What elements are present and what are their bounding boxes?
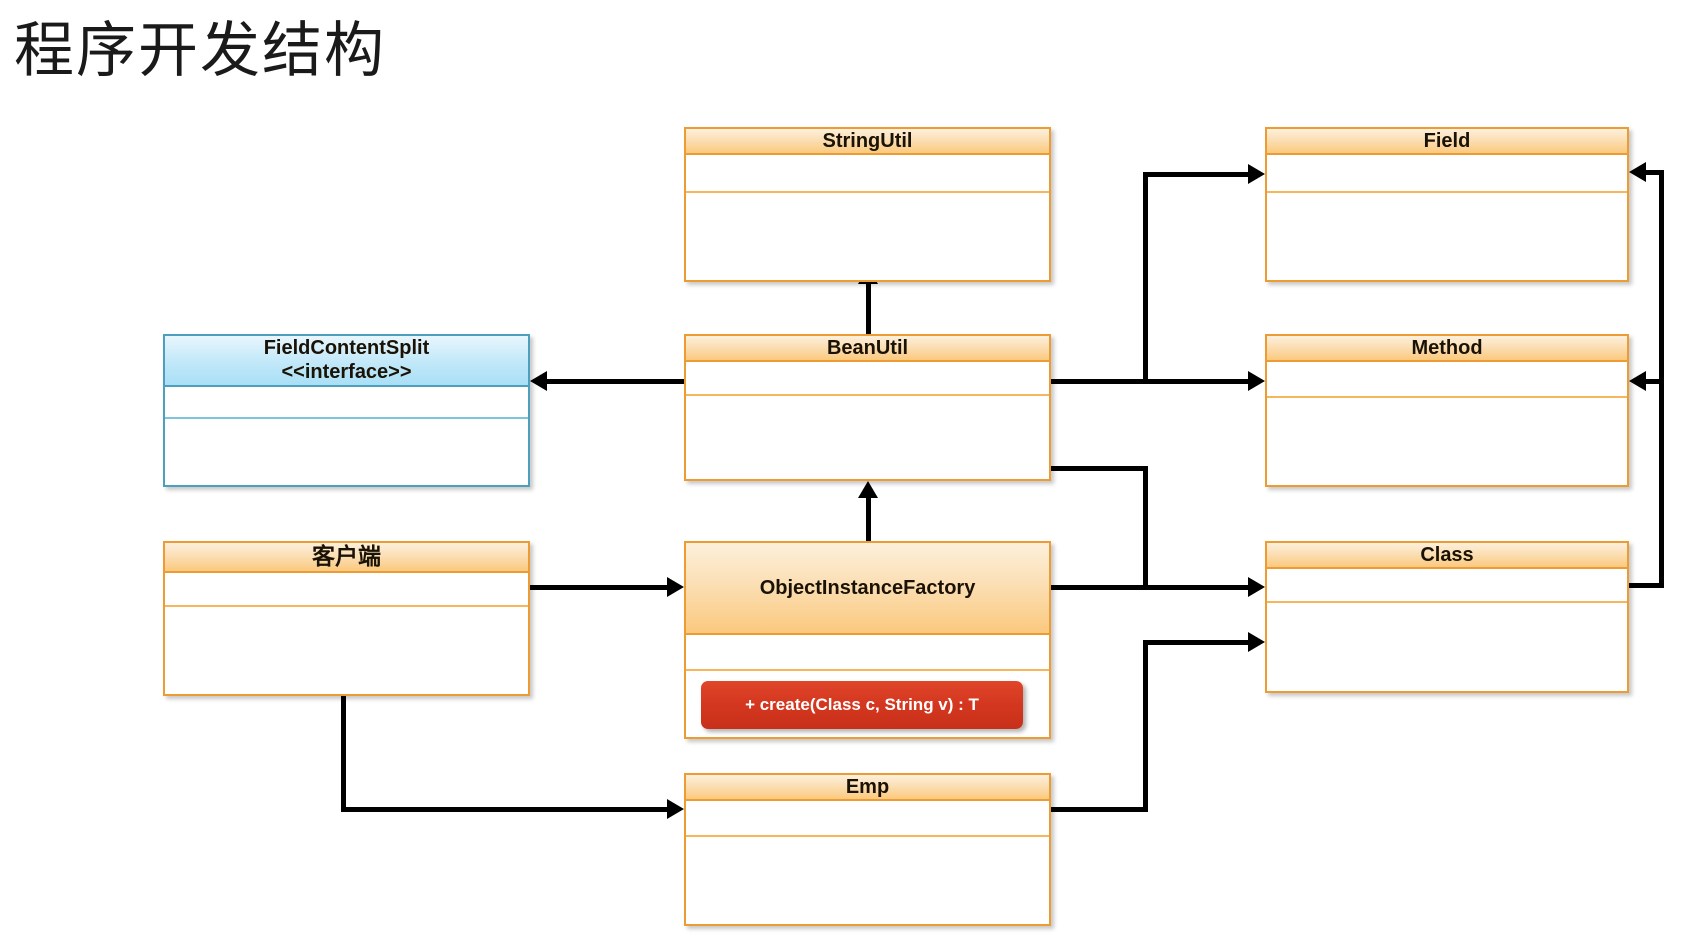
arrowhead-to-object-instance-factory xyxy=(667,577,684,597)
uml-class-bean-util[interactable]: BeanUtil xyxy=(684,334,1051,481)
class-name-string-util: StringUtil xyxy=(686,129,1049,156)
class-name-class: Class xyxy=(1267,543,1627,570)
arrowhead-to-field xyxy=(1248,164,1265,184)
arrowhead-to-bean-util xyxy=(858,481,878,498)
class-name-field: Field xyxy=(1267,129,1627,156)
connector-beanutil-fieldcontentsplit xyxy=(547,379,684,384)
class-attributes-compartment xyxy=(686,801,1049,838)
class-operations-compartment xyxy=(686,193,1049,232)
class-operations-compartment xyxy=(165,607,528,642)
connector-beanutil-class-horizontal-top xyxy=(1051,466,1148,471)
connector-beanutil-field-horizontal xyxy=(1143,172,1248,177)
class-name-bean-util: BeanUtil xyxy=(686,336,1049,363)
class-attributes-compartment xyxy=(1267,569,1627,604)
connector-beanutil-method xyxy=(1051,379,1248,384)
connector-client-emp-vertical xyxy=(341,696,346,812)
class-attributes-compartment xyxy=(686,362,1049,397)
arrowhead-to-field-from-class xyxy=(1629,162,1646,182)
uml-class-client[interactable]: 客户端 xyxy=(163,541,530,696)
arrowhead-to-method xyxy=(1248,371,1265,391)
connector-objectinstancefactory-class xyxy=(1051,585,1248,590)
class-name-field-content-split: FieldContentSplit <<interface>> xyxy=(165,336,528,387)
connector-class-field-horizontal xyxy=(1646,170,1664,175)
connector-objectinstancefactory-beanutil xyxy=(866,496,871,541)
class-name-emp: Emp xyxy=(686,775,1049,802)
arrowhead-to-method-from-class xyxy=(1629,371,1646,391)
class-operations-compartment xyxy=(686,396,1049,431)
class-name-client: 客户端 xyxy=(165,543,528,574)
interface-attributes-compartment xyxy=(165,386,528,419)
connector-class-method-horizontal xyxy=(1646,379,1664,384)
uml-interface-field-content-split[interactable]: FieldContentSplit <<interface>> xyxy=(163,334,530,487)
class-attributes-compartment xyxy=(686,635,1049,671)
class-attributes-compartment xyxy=(1267,362,1627,399)
uml-class-class[interactable]: Class xyxy=(1265,541,1629,693)
interface-title: FieldContentSplit xyxy=(263,337,430,359)
class-operations-compartment xyxy=(1267,603,1627,638)
page-title: 程序开发结构 xyxy=(14,16,386,86)
uml-class-string-util[interactable]: StringUtil xyxy=(684,127,1051,282)
connector-client-objectinstancefactory xyxy=(530,585,667,590)
class-attributes-compartment xyxy=(165,573,528,608)
arrowhead-to-class-lower xyxy=(1248,632,1265,652)
connector-emp-class-horizontal-bottom xyxy=(1051,807,1148,812)
connector-beanutil-class-vertical xyxy=(1143,466,1148,588)
connector-emp-class-horizontal-arrow xyxy=(1143,640,1248,645)
uml-class-emp[interactable]: Emp xyxy=(684,773,1051,926)
connector-client-emp-horizontal xyxy=(341,807,667,812)
arrowhead-to-class xyxy=(1248,577,1265,597)
connector-emp-class-vertical xyxy=(1143,640,1148,807)
arrowhead-to-field-content-split xyxy=(530,371,547,391)
interface-operations-compartment xyxy=(165,418,528,451)
interface-stereotype: <<interface>> xyxy=(281,361,412,384)
uml-class-field[interactable]: Field xyxy=(1265,127,1629,282)
class-attributes-compartment xyxy=(1267,155,1627,194)
class-name-method: Method xyxy=(1267,336,1627,363)
connector-beanutil-field-vertical xyxy=(1143,172,1148,382)
highlighted-method-create[interactable]: + create(Class c, String v) : T xyxy=(701,681,1023,729)
uml-class-method[interactable]: Method xyxy=(1265,334,1629,487)
class-operations-compartment xyxy=(1267,398,1627,435)
connector-beanutil-stringutil xyxy=(866,282,871,334)
class-operations-compartment xyxy=(686,837,1049,874)
arrowhead-to-emp xyxy=(667,799,684,819)
class-name-object-instance-factory: ObjectInstanceFactory xyxy=(686,543,1049,635)
connector-class-riser-horizontal xyxy=(1629,583,1664,588)
class-attributes-compartment xyxy=(686,155,1049,194)
class-operations-compartment xyxy=(1267,193,1627,232)
